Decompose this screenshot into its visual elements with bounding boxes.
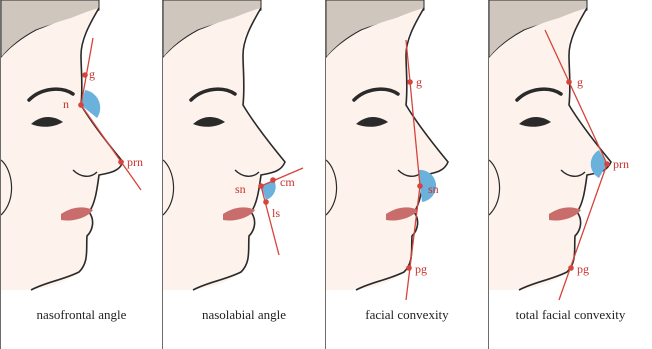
landmark-label-prn: prn — [613, 157, 629, 171]
landmark-dot — [270, 177, 276, 183]
face-profile-illustration: sn cm ls — [163, 0, 326, 349]
landmark-dot — [78, 102, 84, 108]
landmark-label-g: g — [416, 75, 422, 89]
landmark-label-prn: prn — [127, 155, 143, 169]
landmark-label-sn: sn — [428, 182, 439, 196]
landmark-label-g: g — [89, 67, 95, 81]
landmark-label-ls: ls — [272, 206, 280, 220]
landmark-dot — [566, 79, 572, 85]
landmark-dot — [118, 159, 124, 165]
landmark-label-sn: sn — [235, 182, 246, 196]
landmark-dot — [417, 183, 423, 189]
face-skin — [326, 8, 446, 290]
panel-nasofrontal: g n prn nasofrontal angle — [0, 0, 163, 349]
panel-caption: nasolabial angle — [163, 307, 325, 323]
panel-facial-convexity: g sn pg facial convexity — [326, 0, 489, 349]
face-skin — [489, 8, 609, 290]
face-skin — [1, 8, 121, 290]
panel-caption: total facial convexity — [489, 307, 652, 323]
landmark-dot — [82, 72, 88, 78]
landmark-dot — [406, 265, 412, 271]
landmark-label-pg: pg — [577, 262, 589, 276]
panel-caption: nasofrontal angle — [1, 307, 162, 323]
landmark-label-pg: pg — [415, 262, 427, 276]
landmark-label-cm: cm — [280, 175, 295, 189]
landmark-label-n: n — [63, 97, 69, 111]
landmark-label-g: g — [577, 75, 583, 89]
face-profile-illustration: g n prn — [1, 0, 163, 349]
landmark-dot — [258, 183, 264, 189]
landmark-dot — [407, 79, 413, 85]
face-profile-illustration: g prn pg — [489, 0, 652, 349]
panel-caption: facial convexity — [326, 307, 488, 323]
landmark-dot — [604, 161, 610, 167]
face-profile-illustration: g sn pg — [326, 0, 489, 349]
panel-total-facial-convexity: g prn pg total facial convexity — [489, 0, 652, 349]
landmark-dot — [568, 265, 574, 271]
panel-nasolabial: sn cm ls nasolabial angle — [163, 0, 326, 349]
face-skin — [163, 8, 283, 290]
landmark-dot — [263, 199, 269, 205]
